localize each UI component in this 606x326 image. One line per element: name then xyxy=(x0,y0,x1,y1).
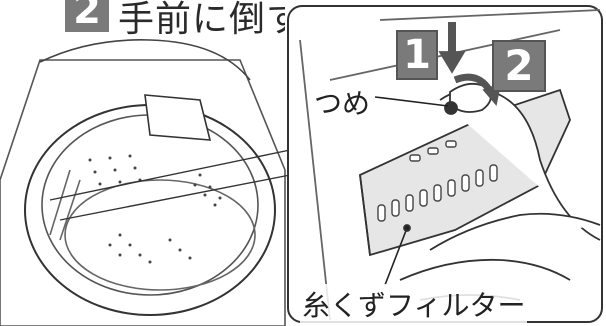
step-header: 2 手前に倒す xyxy=(0,0,285,40)
zoom-panel-drawing xyxy=(287,5,603,323)
washer-drum-drawing xyxy=(0,39,291,326)
step-number-badge: 2 xyxy=(65,0,109,32)
latch-label: つめ xyxy=(312,82,373,122)
step-1-badge: 1 xyxy=(396,30,438,80)
lint-filter-label: 糸くずフィルター xyxy=(300,284,528,324)
step-instruction: 手前に倒す xyxy=(118,0,285,40)
step-2-badge: 2 xyxy=(492,40,546,92)
